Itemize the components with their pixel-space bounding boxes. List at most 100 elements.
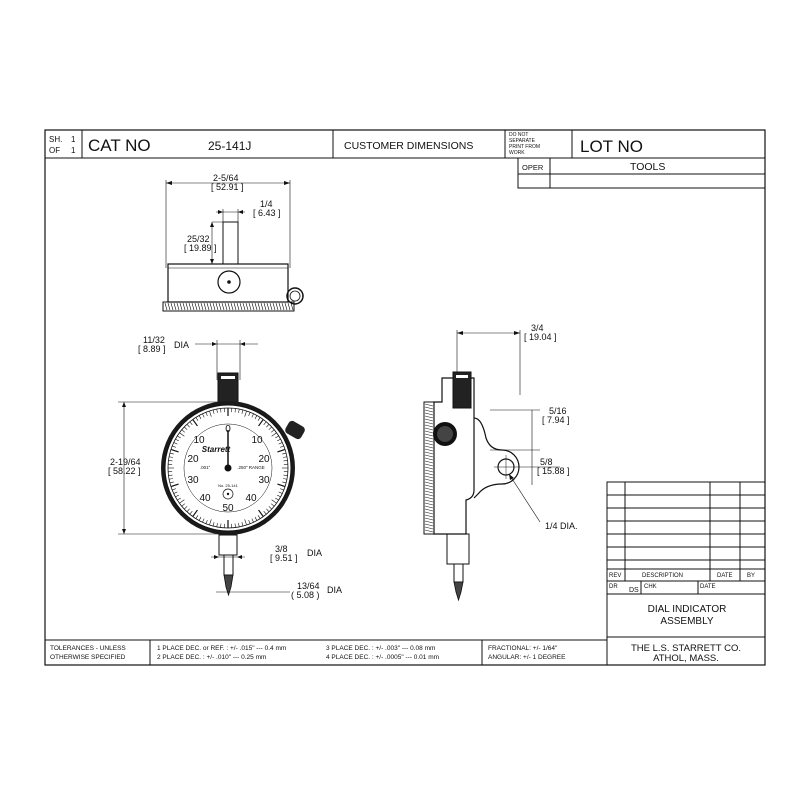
dial-tick [198,516,202,521]
knurl-line [424,406,434,410]
dial-tick [258,419,264,427]
knurl-line [424,511,434,515]
dial-range-label: .250" RANGE [237,465,265,470]
knurl-line [424,484,434,488]
sheet-number: 1 [71,135,76,144]
dial-tick [254,516,258,521]
knurl-line [424,463,434,467]
dial-tick [220,523,222,528]
knurl-line [424,436,434,440]
dial-brand: Starrett [202,445,231,454]
dial-tick [234,408,236,413]
lug-offset-frac: 5/16 [549,406,567,416]
knurl-line [251,302,255,311]
dial-grad-label: .001" [200,465,211,470]
dial-tick [195,515,199,519]
knurl-line [203,302,207,311]
dial-tick [279,488,284,491]
dial-tick [212,522,215,527]
dial-tick [271,432,277,437]
knurl-line [290,302,294,311]
revolution-counter [222,488,234,500]
knurl-line [424,427,434,431]
knurl-line [424,466,434,470]
dial-tick [189,510,193,515]
dial-tick [244,410,247,417]
tolerance-label-line-1: TOLERANCES - UNLESS [50,645,126,652]
dial-tick [192,419,198,427]
stem-dia-frac: 11/32 [143,335,165,345]
dial-tick [195,417,199,421]
stem-width-frac: 1/4 [260,199,273,209]
knurl-line [424,421,434,425]
dial-number-10-right: 10 [251,435,263,446]
dial-tick [175,494,180,498]
knurl-line [424,415,434,419]
dial-tick [209,519,212,526]
tolerance-col1-line-1: 1 PLACE DEC. or REF. : +/- .015" --- 0.4… [157,645,286,652]
knurl-line [424,442,434,446]
dial-tick [257,417,261,421]
dial-tick [168,474,173,476]
knurl-line [424,487,434,491]
knurl-line [275,302,279,311]
dial-tick [238,522,240,527]
dial-tick [282,452,287,455]
spindle-dia-suffix: DIA [307,548,322,558]
company-line-2: ATHOL, MASS. [653,653,719,664]
dial-tick [275,497,279,501]
knurl-line [278,302,282,311]
stem-height-frac: 25/32 [187,234,210,244]
knurl-line [272,302,276,311]
dial-tick [220,408,222,413]
dial-tick [172,488,177,491]
title-strip: SH. 1 OF 1 CAT NO 25-141J CUSTOMER DIMEN… [49,130,766,189]
knurl-line [424,448,434,452]
stem-dia-mm: [ 8.89 ] [138,344,166,354]
by-label: BY [747,573,755,579]
knurl-line [424,433,434,437]
dial-tick [241,522,244,527]
dial-tick [257,515,261,519]
knurl-line [245,302,249,311]
knurl-line [176,302,180,311]
dial-number-50: 50 [222,503,234,514]
dial-tick [169,452,174,455]
contact-dia-mm: ( 5.08 ) [291,590,320,600]
dial-tick [209,410,212,417]
tolerance-label-line-2: OTHERWISE SPECIFIED [50,654,126,661]
knurl-line [269,302,273,311]
knurl-line [284,302,288,311]
knurl-line [424,490,434,494]
knurl-line [194,302,198,311]
dial-tick [241,409,244,414]
dial-tick [177,497,181,501]
knurl-line [188,302,192,311]
knurl-line [424,451,434,455]
dial-tick [254,415,258,420]
stem-width-mm: [ 6.43 ] [253,208,281,218]
knurl-line [424,472,434,476]
oper-label: OPER [522,163,544,172]
tolerance-col2-line-2: 4 PLACE DEC. : +/- .0005" --- 0.01 mm [326,654,439,661]
dial-tick [172,445,177,448]
tolerance-col1-line-2: 2 PLACE DEC. : +/- .010" --- 0.25 mm [157,654,266,661]
dial-tick [248,412,251,417]
contact-dia-frac: 13/64 [297,581,320,591]
dial-tick [238,409,240,414]
description-label: DESCRIPTION [642,573,683,579]
knurl-line [230,302,234,311]
knurl-line [185,302,189,311]
knurl-line [224,302,228,311]
dial-number-0: 0 [225,424,231,435]
dial-tick [278,491,283,494]
top-width-mm: [ 52.91 ] [211,182,244,192]
lug-offset-mm: [ 7.94 ] [542,415,570,425]
knurl-line [424,409,434,413]
dial-tick [266,508,270,512]
dial-tick [205,519,208,524]
knurl-line [424,430,434,434]
contact-dia-suffix: DIA [327,585,342,595]
knurl-line [179,302,183,311]
knurl-line [260,302,264,311]
